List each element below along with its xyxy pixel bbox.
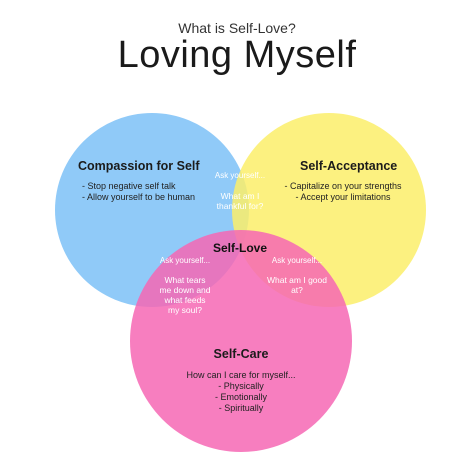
care-heading: Self-Care — [213, 347, 269, 361]
list-item: - Capitalize on your strengths — [284, 181, 402, 191]
care-circle — [130, 230, 352, 452]
diagram-subtitle: What is Self-Love? — [178, 20, 296, 36]
acceptance-heading: Self-Acceptance — [300, 159, 398, 173]
self-love-label: Self-Love — [212, 241, 267, 255]
care-list: How can I care for myself... - Physicall… — [176, 370, 306, 414]
diagram-title: Loving Myself — [117, 34, 357, 76]
compassion-list: - Stop negative self talk - Allow yourse… — [82, 181, 195, 203]
acceptance-list: - Capitalize on your strengths - Accept … — [280, 181, 406, 203]
list-item: - Emotionally — [214, 392, 268, 402]
thankful-question: What am I thankful for? — [216, 191, 264, 211]
ask-yourself-label: Ask yourself... — [214, 171, 266, 180]
care-intro: How can I care for myself... — [186, 370, 296, 380]
soul-question: What tears me down and what feeds my sou… — [159, 275, 211, 315]
list-item: - Allow yourself to be human — [82, 192, 196, 202]
ask-yourself-label: Ask yourself... — [159, 256, 211, 265]
list-item: - Stop negative self talk — [82, 181, 176, 191]
ask-yourself-label: Ask yourself... — [271, 256, 323, 265]
list-item: - Physically — [218, 381, 264, 391]
list-item: - Accept your limitations — [295, 192, 391, 202]
compassion-heading: Compassion for Self — [78, 159, 200, 173]
list-item: - Spiritually — [218, 403, 264, 413]
good-at-question: What am I good at? — [266, 275, 327, 295]
